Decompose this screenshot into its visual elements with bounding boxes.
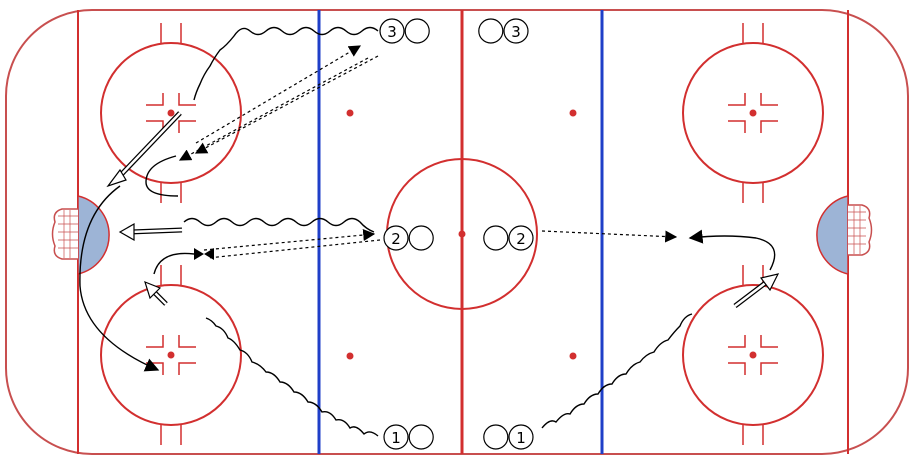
curve-path-right-icon (688, 229, 776, 271)
goal-crease-left (77, 195, 110, 275)
player-marker-blank (478, 18, 504, 44)
player-marker (383, 424, 409, 450)
player-group: 3 (379, 18, 430, 44)
curve-path-left-goal-icon (79, 185, 160, 372)
player-number: 3 (511, 23, 521, 41)
player-number: 3 (387, 23, 397, 41)
shot-arrow-lower-right-icon (733, 273, 780, 308)
player-number: 1 (391, 429, 401, 447)
skate-path-middle-icon (183, 217, 375, 233)
player-marker-blank (404, 18, 430, 44)
shot-arrow-top-icon (106, 111, 182, 188)
shot-arrow-lower-left-icon (144, 280, 168, 306)
player-group: 1 (383, 424, 434, 450)
player-marker-blank (408, 225, 434, 251)
pass-arrow-top-b-icon (195, 45, 362, 144)
skate-path-top-icon (193, 26, 379, 101)
player-marker (379, 18, 405, 44)
pass-arrow-middle-b-icon (207, 239, 381, 259)
curve-path-middle-left-icon (153, 252, 195, 275)
faceoff-circle-top-left (100, 23, 242, 203)
player-marker-blank (408, 424, 434, 450)
player-marker (383, 225, 409, 251)
neutral-dot-bottom-right (569, 352, 577, 360)
pass-arrow-right-icon (541, 230, 678, 243)
goal-net-left-icon (51, 208, 78, 260)
faceoff-circle-bottom-right (682, 265, 824, 445)
player-group: 1 (483, 424, 534, 450)
player-number: 2 (391, 230, 401, 248)
stop-bowtie-icon (194, 248, 214, 260)
player-marker-blank (483, 225, 509, 251)
pass-arrow-middle-a-icon (203, 229, 376, 251)
pass-arrow-top-a-icon (194, 55, 379, 154)
player-marker (508, 424, 534, 450)
player-group: 2 (483, 225, 534, 251)
player-markers: 3 3 2 2 1 1 (379, 18, 534, 450)
neutral-dot-top-left (346, 109, 354, 117)
skate-path-bottom-right-icon (541, 313, 693, 429)
player-marker (503, 18, 529, 44)
skate-path-bottom-left-icon (205, 317, 379, 437)
goal-net-right-icon (848, 204, 873, 256)
neutral-dot-top-right (569, 109, 577, 117)
shot-arrow-middle-icon (118, 222, 183, 242)
player-group: 2 (383, 225, 434, 251)
curve-path-top-left-icon (145, 155, 179, 197)
player-number: 1 (516, 429, 526, 447)
center-faceoff-dot (458, 230, 466, 238)
player-group: 3 (478, 18, 529, 44)
player-number: 2 (516, 230, 526, 248)
faceoff-circle-top-right (682, 23, 824, 203)
faceoff-circle-bottom-left (100, 265, 242, 445)
player-marker-blank (483, 424, 509, 450)
player-marker (508, 225, 534, 251)
neutral-dot-bottom-left (346, 352, 354, 360)
goal-crease-right (816, 195, 849, 275)
